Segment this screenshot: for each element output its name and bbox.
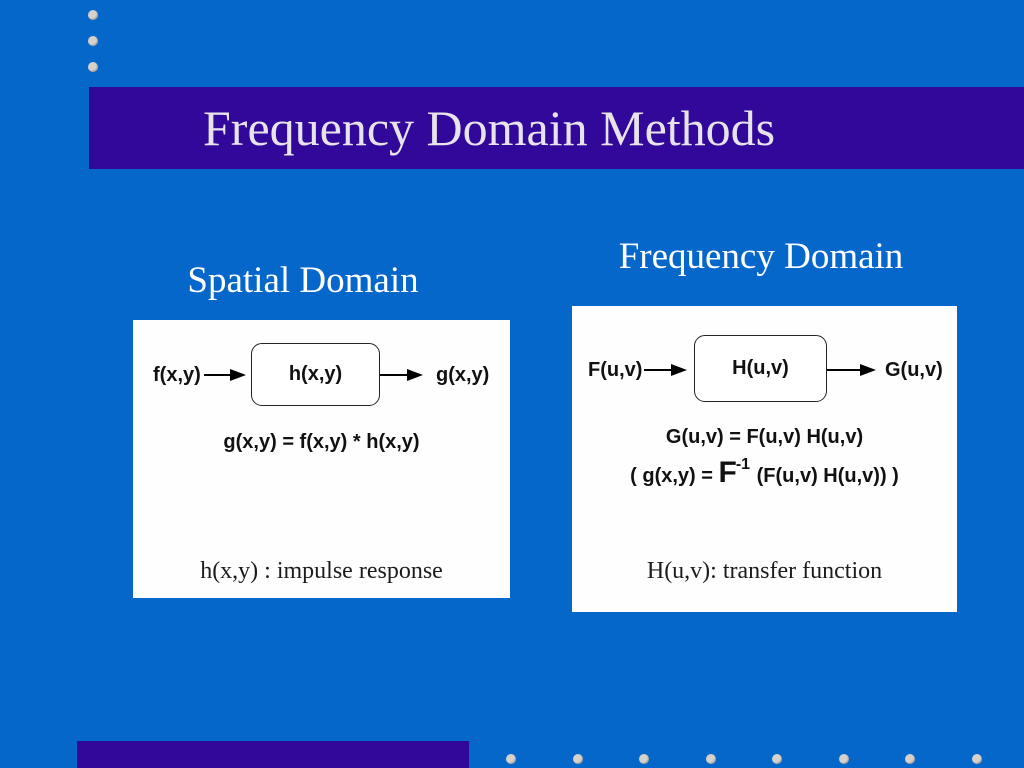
arrow-shaft [204,374,230,376]
inverse-exponent: -1 [735,456,751,473]
decorative-dot [639,754,650,764]
top-dot-column [88,10,98,72]
frequency-system-label: H(u,v) [732,357,789,379]
arrow-right-icon [380,368,423,382]
frequency-domain-panel: F(u,v) H(u,v) G(u,v) G(u,v) = F(u,v) H(u… [572,306,957,612]
equation-prefix: ( g(x,y) = [630,465,719,487]
frequency-output-label: G(u,v) [885,359,943,381]
spatial-domain-panel: f(x,y) h(x,y) g(x,y) g(x,y) = f(x,y) * h… [133,320,510,598]
arrow-shaft [644,369,671,371]
decorative-dot [88,36,98,46]
convolution-equation: g(x,y) = f(x,y) * h(x,y) [223,431,420,453]
bottom-accent-bar [77,741,469,768]
spatial-system-box: h(x,y) [251,343,380,406]
bottom-dot-row [506,754,982,764]
decorative-dot [772,754,783,764]
equation-suffix: (F(u,v) H(u,v)) ) [751,465,899,487]
arrow-head [407,369,423,381]
decorative-dot [971,754,982,764]
decorative-dot [506,754,516,764]
inverse-transform-equation: ( g(x,y) = F-1 (F(u,v) H(u,v)) ) [572,456,957,495]
decorative-dot [572,754,583,764]
arrow-shaft [380,374,407,376]
frequency-domain-heading: Frequency Domain [618,236,904,277]
arrow-head [860,364,876,376]
arrow-head [230,369,246,381]
impulse-response-caption: h(x,y) : impulse response [200,558,443,584]
decorative-dot [88,10,98,20]
decorative-dot [705,754,716,764]
slide-title: Frequency Domain Methods [203,100,776,156]
arrow-right-icon [204,368,246,382]
fourier-operator: F [718,456,737,489]
arrow-right-icon [644,363,687,377]
spatial-output-label: g(x,y) [436,364,490,386]
spatial-input-label: f(x,y) [153,364,201,386]
product-equation: G(u,v) = F(u,v) H(u,v) [665,426,864,448]
decorative-dot [905,754,916,764]
frequency-input-label: F(u,v) [588,359,643,381]
decorative-dot [838,754,849,764]
transfer-function-caption: H(u,v): transfer function [646,558,883,584]
frequency-system-box: H(u,v) [694,335,827,402]
arrow-shaft [827,369,860,371]
arrow-right-icon [827,363,876,377]
decorative-dot [88,62,98,72]
spatial-domain-heading: Spatial Domain [187,260,419,301]
arrow-head [671,364,687,376]
title-bar: Frequency Domain Methods [89,87,1024,169]
spatial-system-label: h(x,y) [288,363,343,385]
